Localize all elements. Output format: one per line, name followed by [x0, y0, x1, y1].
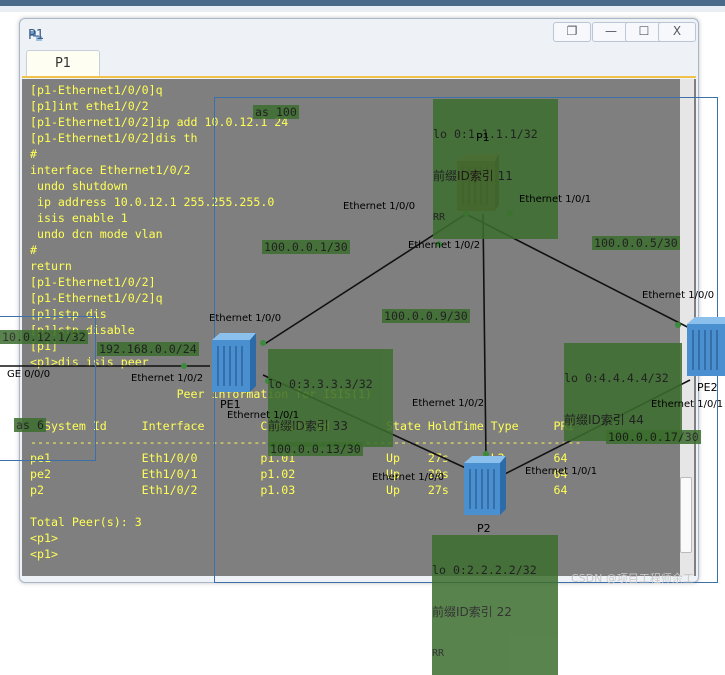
port-p1-e100: Ethernet 1/0/0 [343, 201, 416, 212]
subnet-p1-pe1: 100.0.0.1/30 [262, 240, 350, 254]
port-pe1-e101: Ethernet 1/0/1 [227, 410, 300, 421]
port-pe2-e100: Ethernet 1/0/0 [642, 290, 715, 301]
pe2-info: lo 0:4.4.4.4/32 前缀ID索引 44 [564, 343, 682, 441]
console-line: return [30, 259, 72, 273]
p1-rr: RR [433, 212, 446, 223]
console-line: # [30, 243, 37, 257]
console-line: Total Peer(s): 3 [30, 515, 142, 529]
app-icon [30, 31, 42, 41]
console-line: undo shutdown [30, 179, 128, 193]
window-title: P1 [28, 28, 45, 43]
port-external-ge000: GE 0/0/0 [7, 369, 51, 380]
pe2-loopback: lo 0:4.4.4.4/32 [564, 371, 669, 385]
console-line: <p1> [30, 547, 58, 561]
subnet-p1-p2: 100.0.0.9/30 [382, 309, 470, 323]
watermark: CSDN @项目工程师余工 [571, 572, 694, 585]
scrollbar-thumb[interactable] [680, 477, 692, 553]
port-pe2-e101: Ethernet 1/0/1 [651, 399, 724, 410]
port-pe1-e102: Ethernet 1/0/2 [131, 373, 204, 384]
as-6-boundary [0, 316, 96, 461]
maximize-button[interactable]: ☐ [625, 22, 663, 42]
subnet-pe1-p2: 100.0.0.13/30 [268, 442, 363, 456]
console-line: # [30, 147, 37, 161]
router-p2-icon[interactable] [462, 455, 508, 519]
port-p2-e102: Ethernet 1/0/2 [412, 398, 485, 409]
router-pe1-icon[interactable] [210, 332, 256, 396]
p2-info: lo 0:2.2.2.2/32 前缀ID索引 22 RR [432, 535, 558, 675]
console-line: p2 Eth1/0/2 p1.03 Up 27s L2 64 [30, 483, 568, 497]
console-line: [p1-Ethernet1/0/2]q [30, 291, 163, 305]
console-line: undo dcn mode vlan [30, 227, 163, 241]
p2-loopback: lo 0:2.2.2.2/32 [432, 563, 537, 577]
p1-prefix-index: 前缀ID索引 11 [433, 169, 513, 183]
port-p1-e102: Ethernet 1/0/2 [408, 240, 481, 251]
subnet-pe2-p2: 100.0.0.17/30 [606, 430, 701, 444]
port-pe1-e100: Ethernet 1/0/0 [209, 313, 282, 324]
port-p2-e100: Ethernet 1/0/0 [372, 472, 445, 483]
console-line: [p1-Ethernet1/0/2]ip add 10.0.12.1 24 [30, 115, 289, 129]
console-line: [p1-Ethernet1/0/2]dis th [30, 131, 198, 145]
tab-underline [22, 76, 696, 78]
restore-button[interactable]: ❐ [553, 22, 591, 42]
node-label-pe2: PE2 [697, 381, 718, 394]
port-p1-e101: Ethernet 1/0/1 [519, 194, 592, 205]
pe2-prefix-index: 前缀ID索引 44 [564, 413, 644, 427]
p1-loopback: lo 0:1.1.1.1/32 [433, 127, 538, 141]
node-label-p1: P1 [476, 131, 490, 144]
console-line: <p1> [30, 531, 58, 545]
console-line: [p1]int ethe1/0/2 [30, 99, 149, 113]
subnet-p1-pe2: 100.0.0.5/30 [592, 236, 680, 250]
console-line: [p1-Ethernet1/0/0]q [30, 83, 163, 97]
node-label-pe1: PE1 [220, 398, 241, 411]
pe1-prefix-index: 前缀ID索引 33 [268, 419, 348, 433]
p2-prefix-index: 前缀ID索引 22 [432, 605, 512, 619]
p2-rr: RR [432, 648, 445, 659]
tab-p1[interactable]: P1 [26, 50, 100, 77]
pe1-loopback: lo 0:3.3.3.3/32 [268, 377, 373, 391]
as-100-label: as 100 [253, 105, 299, 119]
link-p1-pe1 [262, 213, 467, 346]
desktop-background [0, 0, 725, 6]
link-p1-p2 [482, 213, 487, 461]
subnet-external: 192.168.0.0/24 [97, 342, 199, 356]
node-label-p2: P2 [477, 522, 491, 535]
port-p2-e101: Ethernet 1/0/1 [525, 466, 598, 477]
console-line: interface Ethernet1/0/2 [30, 163, 191, 177]
console-output[interactable]: [p1-Ethernet1/0/0]q [p1]int ethe1/0/2 [p1-… [22, 79, 696, 576]
close-button[interactable]: X [658, 22, 696, 42]
pe1-info: lo 0:3.3.3.3/32 前缀ID索引 33 [268, 349, 393, 447]
subnet-as6: 10.0.12.1/32 [0, 330, 88, 344]
router-pe2-icon[interactable] [685, 316, 725, 380]
p1-info: lo 0:1.1.1.1/32 前缀ID索引 11 RR [433, 99, 558, 239]
console-line: ip address 10.0.12.1 255.255.255.0 [30, 195, 275, 209]
desktop-background-band [0, 6, 725, 12]
console-line: isis enable 1 [30, 211, 128, 225]
console-line: [p1-Ethernet1/0/2] [30, 275, 156, 289]
console-line: [p1]stp dis [30, 307, 107, 321]
as-6-label: as 6 [14, 418, 46, 432]
